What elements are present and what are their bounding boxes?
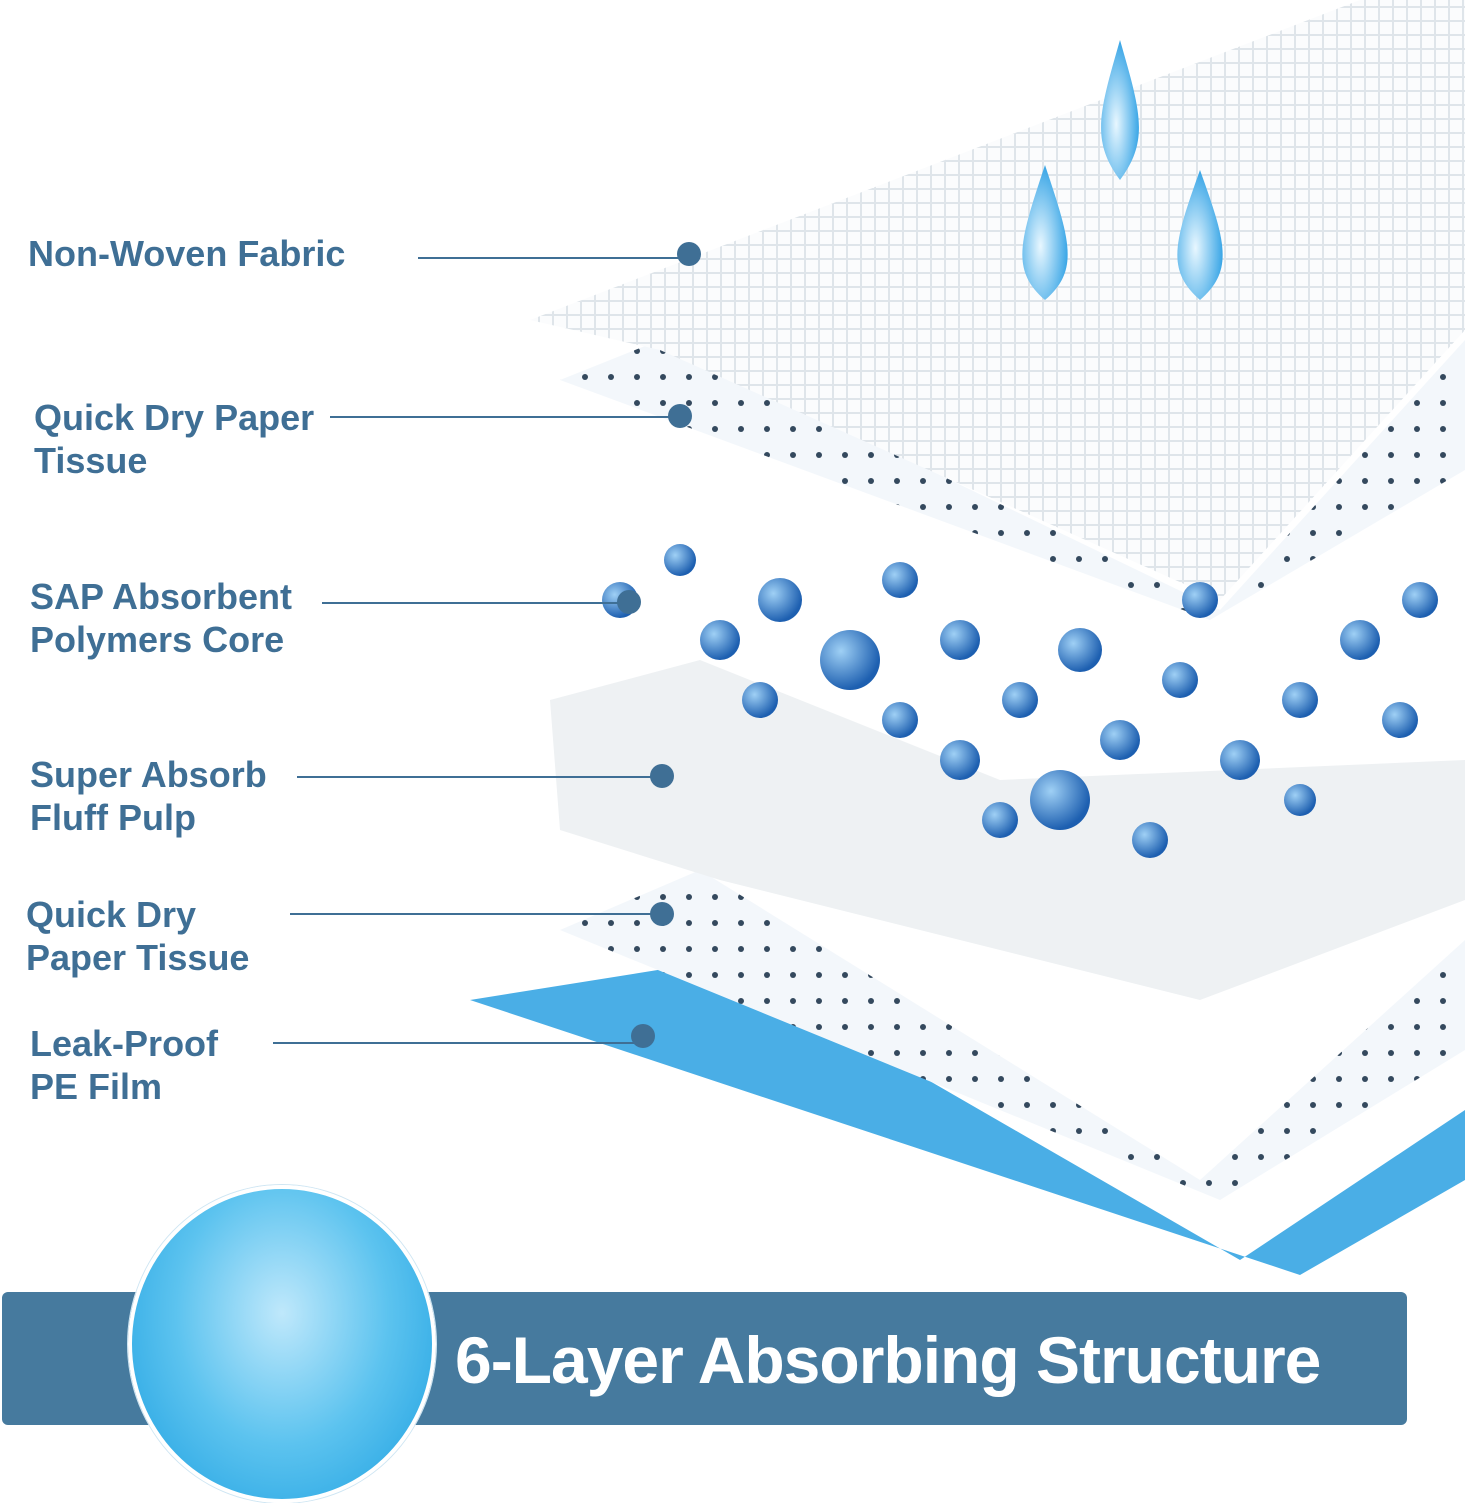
paper-tissue-layer-2 [560, 870, 1465, 1200]
callout-line [418, 257, 688, 259]
non-woven-layer [530, 0, 1465, 600]
callout-dot [650, 764, 674, 788]
callout-dot [631, 1024, 655, 1048]
callout-line [330, 416, 680, 418]
water-drops [1022, 40, 1223, 300]
callout-line [290, 913, 660, 915]
sap-beads [602, 544, 1438, 858]
pe-film-layer [470, 960, 1465, 1275]
callout-dot [677, 242, 701, 266]
paper-tissue-layer-1 [560, 340, 1465, 620]
callout-dot [617, 590, 641, 614]
label-non-woven-fabric: Non-Woven Fabric [28, 233, 346, 274]
callout-line [322, 602, 627, 604]
banner-title: 6-Layer Absorbing Structure [455, 1323, 1321, 1397]
absorb-badge-icon [128, 1185, 436, 1503]
callout-dot [668, 404, 692, 428]
callout-dot [650, 902, 674, 926]
callout-line [297, 776, 662, 778]
callout-line [273, 1042, 643, 1044]
